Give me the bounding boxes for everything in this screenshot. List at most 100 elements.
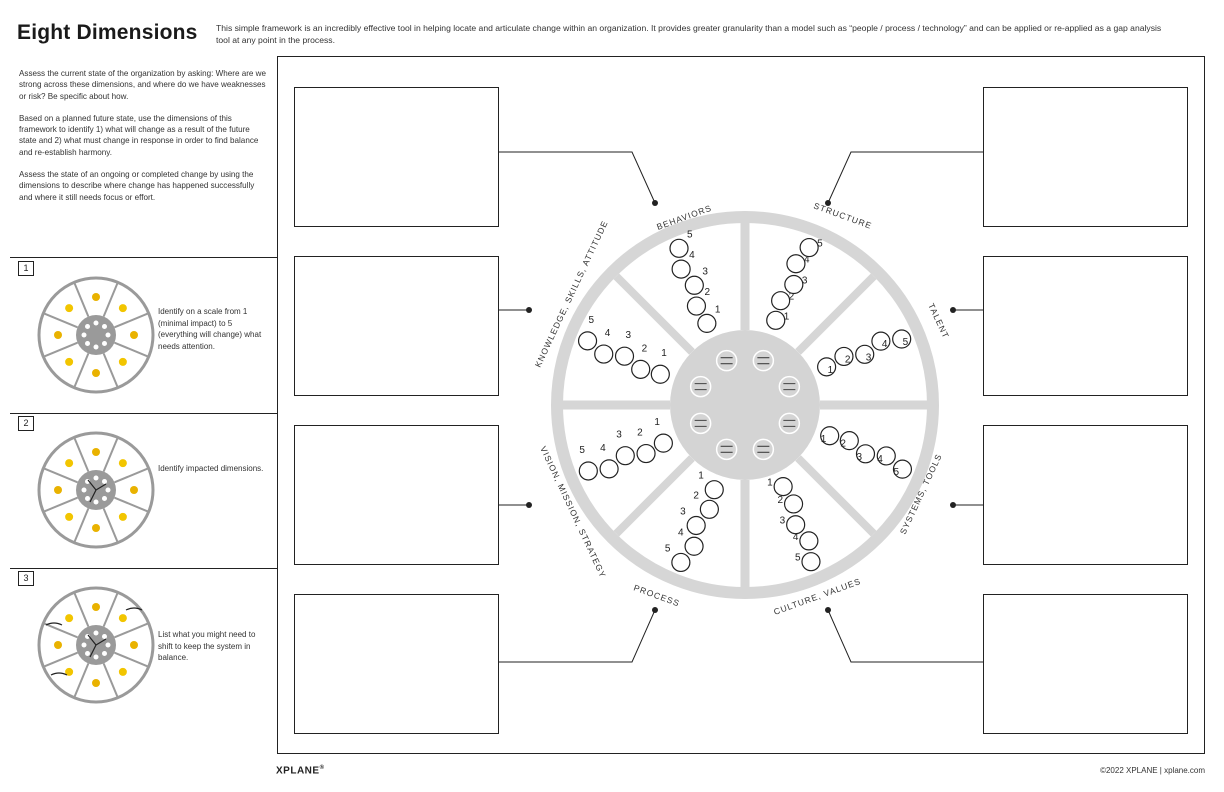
scale-circle xyxy=(577,331,598,351)
scale-circle xyxy=(801,552,821,572)
notes-box-vision[interactable] xyxy=(294,425,499,565)
thumbnail-icon xyxy=(130,641,138,649)
scale-number: 3 xyxy=(802,275,808,286)
wrench-screwdriver-icon-outline xyxy=(752,438,775,461)
scale-number: 4 xyxy=(678,527,684,538)
thumbnail-icon xyxy=(118,614,127,623)
scale-circle xyxy=(631,359,651,379)
scale-number: 3 xyxy=(625,330,631,341)
scale-circle xyxy=(871,331,891,351)
connector-dot xyxy=(526,502,532,508)
scale-number: 1 xyxy=(821,434,827,445)
scale-circle xyxy=(876,446,896,466)
pencil-icon-outline xyxy=(715,349,738,372)
thumbnail-icon xyxy=(92,524,100,532)
org-chart-icon-outline xyxy=(778,375,801,398)
scale-number: 3 xyxy=(680,507,686,518)
scale-circle xyxy=(599,459,619,479)
thumbnail-dot xyxy=(101,340,107,346)
step-3-number: 3 xyxy=(18,571,34,586)
connector-dot xyxy=(825,607,831,613)
scale-circle xyxy=(786,515,806,535)
scale-number: 2 xyxy=(642,343,648,354)
copyright: ©2022 XPLANE | xplane.com xyxy=(1100,766,1205,775)
thumbnail-spoke xyxy=(43,651,78,668)
wheel-spoke xyxy=(613,273,695,355)
notes-box-culture[interactable] xyxy=(983,594,1188,734)
scale-circle xyxy=(766,310,786,330)
scale-circle xyxy=(892,459,913,479)
scale-circle xyxy=(650,364,670,384)
thumbnail-icon xyxy=(65,357,74,366)
dimension-label: PROCESS xyxy=(632,582,681,608)
thumbnail-icon xyxy=(130,486,138,494)
thumbnail-icon xyxy=(54,641,62,649)
thumbnail-spoke xyxy=(102,353,119,388)
scale-circle xyxy=(671,259,691,279)
heart-icon-mark xyxy=(720,445,733,453)
thumbnail-dot xyxy=(85,650,91,656)
connector-line xyxy=(827,151,983,204)
thumbnail-dot xyxy=(93,654,99,660)
scale-circle xyxy=(855,444,876,464)
thumbnail-spoke xyxy=(43,622,78,639)
notes-box-structure[interactable] xyxy=(983,87,1188,227)
divider xyxy=(10,257,277,258)
step-2-text: Identify impacted dimensions. xyxy=(158,464,264,473)
arrows-cycle-icon-outline xyxy=(752,349,775,372)
scale-number: 2 xyxy=(778,495,784,506)
scale-number: 4 xyxy=(605,328,611,339)
scale-number: 5 xyxy=(893,467,899,478)
thumbnail-dot xyxy=(101,634,107,640)
thumbnail-spoke xyxy=(102,437,119,472)
scale-circle xyxy=(594,344,614,364)
compass-icon-outline xyxy=(689,375,712,398)
step-1-text: Identify on a scale from 1 (minimal impa… xyxy=(158,307,262,351)
scale-circle xyxy=(773,477,793,497)
scale-circle xyxy=(671,552,691,573)
scale-circle xyxy=(699,499,719,519)
notes-box-behaviors[interactable] xyxy=(294,87,499,227)
scale-number: 2 xyxy=(693,490,699,501)
org-chart-icon-mark xyxy=(783,383,796,391)
heart-icon-outline xyxy=(715,438,738,461)
intro-text: This simple framework is an incredibly e… xyxy=(216,23,1162,45)
scale-number: 1 xyxy=(698,471,704,482)
scale-number: 3 xyxy=(857,452,863,463)
scale-number: 2 xyxy=(637,428,643,439)
scale-number: 5 xyxy=(579,445,585,456)
scale-number: 3 xyxy=(780,516,786,527)
scale-circle xyxy=(817,357,837,377)
scale-number: 2 xyxy=(840,439,846,450)
notes-box-talent[interactable] xyxy=(983,256,1188,396)
step-3-text: List what you might need to shift to kee… xyxy=(158,630,256,662)
thumbnail-spoke xyxy=(102,663,119,698)
thumbnail-dot xyxy=(85,495,91,501)
thumbnail-dot xyxy=(85,340,91,346)
dimension-label: TALENT xyxy=(926,302,951,341)
scale-number: 2 xyxy=(704,287,710,298)
step-2-number: 2 xyxy=(18,416,34,431)
notes-box-knowledge[interactable] xyxy=(294,256,499,396)
thumbnail-icon xyxy=(118,357,127,366)
thumbnail-dot xyxy=(105,332,111,338)
notes-box-process[interactable] xyxy=(294,594,499,734)
org-chart-icon xyxy=(778,375,801,398)
pencil-icon-mark xyxy=(720,357,733,365)
thumbnail-spoke xyxy=(114,467,149,484)
step-1-thumbnail xyxy=(37,276,155,394)
connector-dot xyxy=(950,307,956,313)
scale-number: 4 xyxy=(689,250,695,261)
scale-circle xyxy=(784,274,804,295)
thumbnail-icon xyxy=(65,304,74,313)
thumbnail-spoke xyxy=(73,663,90,698)
thumbnail-icon xyxy=(118,459,127,468)
thumbnail-spoke xyxy=(73,508,90,543)
thumbnail-spoke xyxy=(102,508,119,543)
wheel-outer-ring xyxy=(551,211,939,599)
notes-box-systems[interactable] xyxy=(983,425,1188,565)
thumbnail-dot xyxy=(85,324,91,330)
scale-number: 5 xyxy=(795,553,801,564)
